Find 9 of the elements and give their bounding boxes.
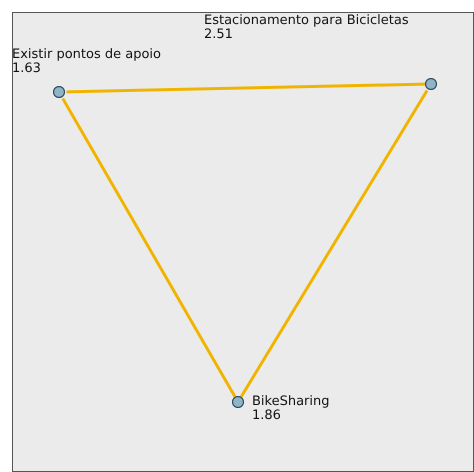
node-value: 1.86 [252, 409, 281, 423]
connector-line [66, 82, 426, 94]
node-value: 1.63 [12, 62, 41, 76]
node-label: Estacionamento para Bicicletas [204, 14, 409, 28]
node-label: BikeSharing [252, 395, 330, 409]
node-label: Existir pontos de apoio [12, 48, 161, 62]
connector-line [240, 90, 428, 398]
connector-line [61, 98, 236, 398]
node-value: 2.51 [204, 28, 233, 42]
